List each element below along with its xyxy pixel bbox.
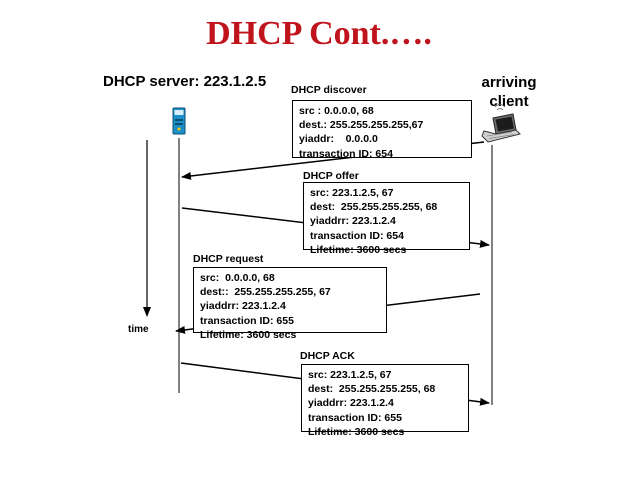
ack-label: DHCP ACK bbox=[300, 350, 355, 362]
discover-line-1: src : 0.0.0.0, 68 bbox=[299, 105, 374, 117]
time-label: time bbox=[128, 324, 149, 335]
request-line-4: transaction ID: 655 bbox=[200, 314, 294, 327]
slide-title: DHCP Cont.…. bbox=[206, 15, 432, 52]
client-label-line1: arriving bbox=[481, 74, 537, 91]
discover-box: src : 0.0.0.0, 68 dest.: 255.255.255.255… bbox=[292, 100, 472, 160]
offer-line-2: dest: 255.255.255.255, 68 bbox=[310, 201, 438, 214]
discover-label: DHCP discover bbox=[291, 84, 367, 96]
ack-line-5: Lifetime: 3600 secs bbox=[308, 425, 405, 438]
client-label: arriving client bbox=[470, 73, 548, 111]
server-icon bbox=[172, 107, 186, 135]
discover-line-3: yiaddr: 0.0.0.0 bbox=[299, 133, 378, 146]
ack-line-4: transaction ID: 655 bbox=[308, 411, 402, 424]
request-line-3: yiaddrr: 223.1.2.4 bbox=[200, 300, 286, 313]
offer-box: src: 223.1.2.5, 67 dest: 255.255.255.255… bbox=[303, 182, 470, 256]
offer-line-5: Lifetime: 3600 secs bbox=[310, 243, 407, 256]
request-line-5: Lifetime: 3600 secs bbox=[200, 328, 297, 341]
discover-line-4: transaction ID: 654 bbox=[299, 147, 393, 160]
request-box: src: 0.0.0.0, 68 dest:: 255.255.255.255,… bbox=[193, 267, 387, 341]
offer-label: DHCP offer bbox=[303, 170, 359, 182]
laptop-icon bbox=[481, 104, 521, 143]
request-line-1: src: 0.0.0.0, 68 bbox=[200, 272, 275, 284]
request-label: DHCP request bbox=[193, 253, 264, 265]
ack-line-2: dest: 255.255.255.255, 68 bbox=[308, 383, 436, 396]
ack-box: src: 223.1.2.5, 67 dest: 255.255.255.255… bbox=[301, 364, 469, 438]
offer-line-1: src: 223.1.2.5, 67 bbox=[310, 187, 394, 199]
server-label: DHCP server: 223.1.2.5 bbox=[103, 73, 267, 90]
discover-line-2: dest.: 255.255.255.255,67 bbox=[299, 119, 424, 132]
offer-line-4: transaction ID: 654 bbox=[310, 229, 404, 242]
request-line-2: dest:: 255.255.255.255, 67 bbox=[200, 286, 331, 299]
offer-line-3: yiaddrr: 223.1.2.4 bbox=[310, 215, 396, 228]
ack-line-1: src: 223.1.2.5, 67 bbox=[308, 369, 392, 381]
ack-line-3: yiaddrr: 223.1.2.4 bbox=[308, 397, 394, 410]
client-label-line2: client bbox=[489, 93, 529, 110]
